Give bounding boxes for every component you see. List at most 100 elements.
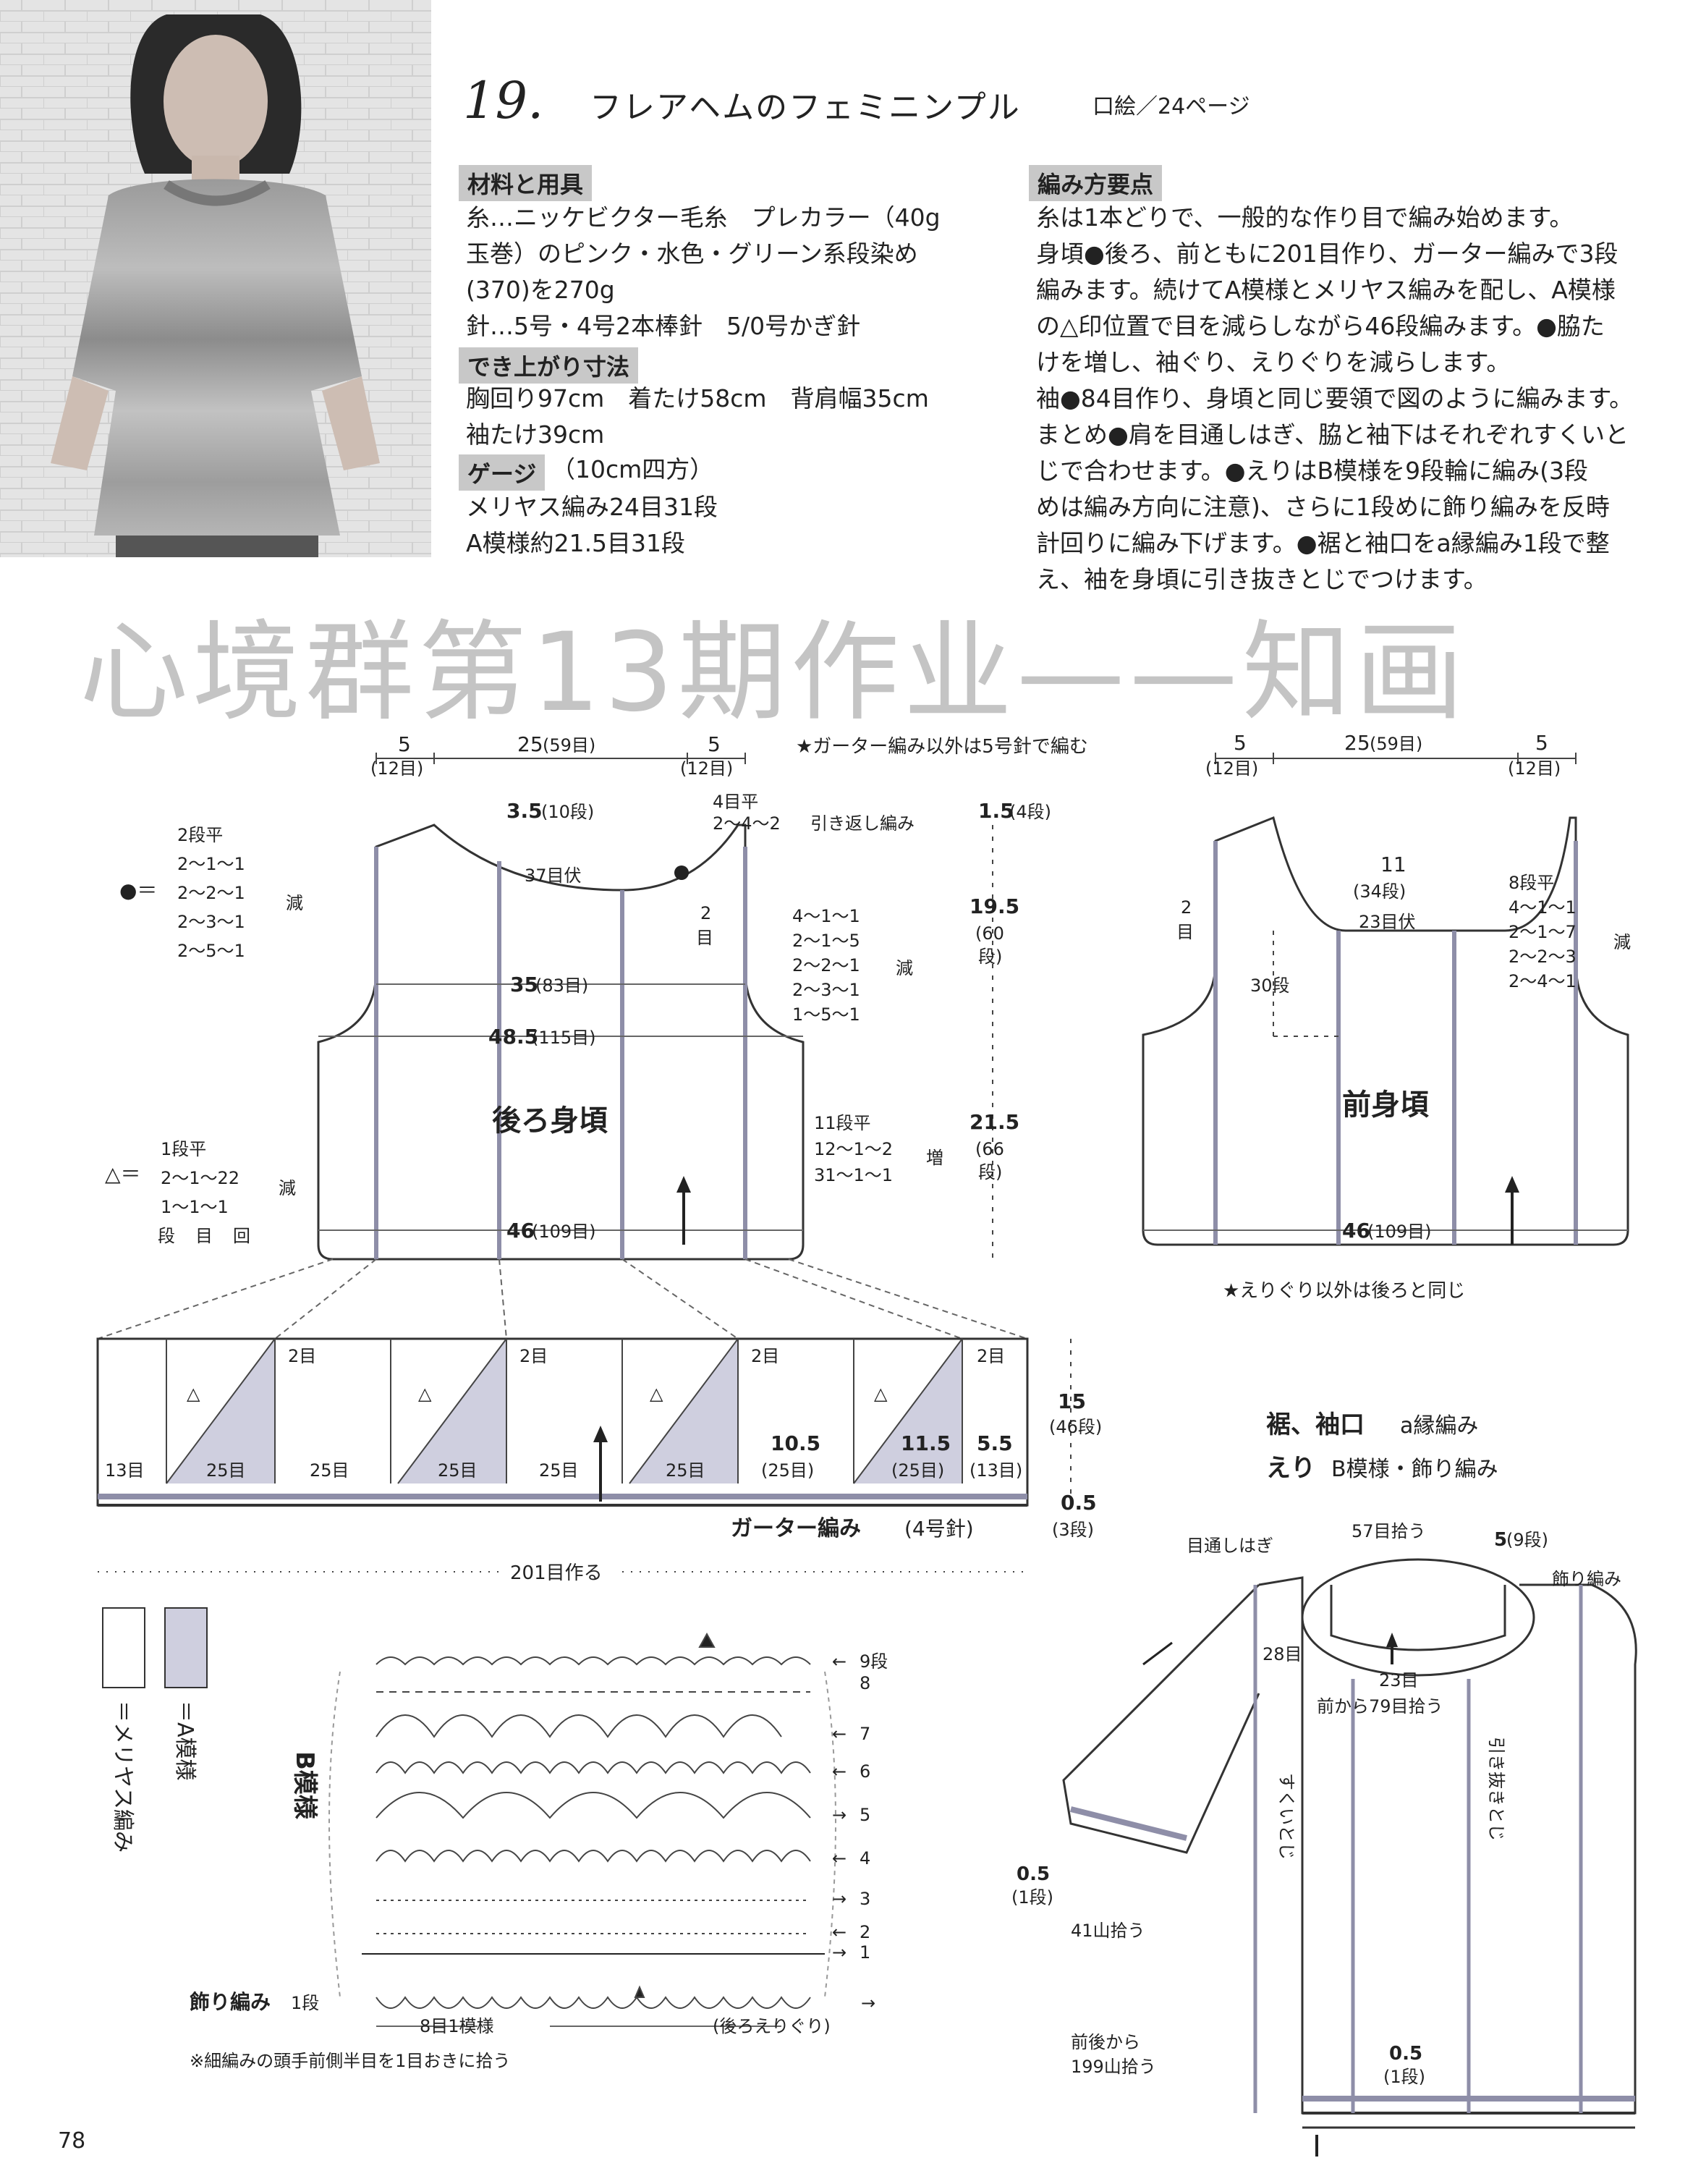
cast-on-label: 201目作る [510,1562,603,1584]
front-list-row: 2〜1〜7 [1509,922,1577,942]
front-neck-bindoff: 23目伏 [1359,912,1416,932]
size-text: 胸回り97cm 着たけ58cm 背肩幅35cm 袖たけ39cm [466,381,929,453]
chart-row: 4 [860,1848,870,1868]
hem-width-5: 5.5 [977,1431,1013,1455]
increase-mark: 増 [926,1148,943,1168]
back-body-diagram: 5 (12目) 25 (59目) 5 (12目) ★ガーター編み以外は5号針で編… [105,732,1088,1261]
hem-25st: 25目 [438,1460,478,1481]
assembly-label: 199山拾う [1071,2057,1156,2077]
row-arrow-left: ← [832,1922,846,1942]
chart-row: 3 [860,1889,870,1909]
back-side-2: 2 [700,903,711,923]
deco-label: 飾り編み [190,1990,271,2014]
chart-row: 7 [860,1724,870,1744]
gauge-label: ゲージ [459,454,546,491]
materials-label: 材料と用具 [459,165,593,201]
method-text: 糸は1本どりで、一般的な作り目で編み始めます。 身頃●後ろ、前ともに201目作り… [1036,200,1673,598]
back-shoulder-flat: 4目平 [713,792,758,812]
front-list-row: 4〜1〜1 [1509,897,1577,918]
chart-row: 6 [860,1761,870,1782]
chart-row: 5 [860,1805,870,1825]
assembly-label: 前後から [1071,2032,1140,2052]
assembly-diagram: 裾、袖口 a縁編み えり B模様・飾り編み 目通しはぎ 57目拾う 5 (9段)… [1011,1410,1637,2157]
b-pattern-chart [328,1632,836,2027]
watermark-text: 心境群第13期作业——知画 [80,610,1468,736]
back-top-left: 5 [398,732,411,756]
dot-symbol: ●＝ [119,879,157,902]
back-top-right: 5 [708,732,721,756]
model-photo [0,0,431,557]
back-width-48-st: (115目) [532,1028,596,1048]
tri-list-row: 2〜1〜22 [161,1168,239,1188]
assembly-label: 前から79目拾う [1317,1696,1443,1717]
hem-13st: 13目 [105,1460,145,1481]
assembly-title-1b: a縁編み [1400,1413,1478,1439]
gauge-line: メリヤス編み24目31段 [466,493,718,521]
dot-list-row: 2〜1〜1 [177,854,245,874]
back-top-mid: 25 [517,732,543,756]
assembly-label: 目通しはぎ [1187,1536,1273,1556]
method-line: え、袖を身頃に引き抜きとじでつけます。 [1036,565,1488,593]
dot-list-row: 2〜5〜1 [177,941,245,961]
arm-list-row: 2〜3〜1 [792,980,860,1000]
b-pattern-label: B模様 [290,1751,319,1820]
pattern-repeat: 8目1模様 [420,2016,494,2036]
back-neck-label: (後ろえりぐり) [713,2016,831,2036]
arm-list-row: 1〜5〜1 [792,1004,860,1025]
hem-width-10: 10.5 [771,1431,820,1455]
back-height-21-unit: 段) [978,1162,1002,1182]
dot-list-row: 2段平 [177,825,223,845]
inc-list-row: 31〜1〜1 [814,1165,893,1185]
hem-garter-height: 0.5 [1061,1491,1097,1515]
back-top-left-st: (12目) [370,758,423,779]
assembly-label: (1段) [1011,1887,1053,1908]
method-line: じで合わせます。●えりはB模様を9段輪に編み(3段 [1036,457,1588,485]
back-height-21: 21.5 [969,1110,1019,1134]
back-neck-depth: 3.5 [506,799,543,823]
front-note: ★えりぐり以外は後ろと同じ [1223,1280,1465,1302]
row-arrow-right: → [832,1889,846,1909]
front-top-right: 5 [1535,731,1548,755]
gauge-text: メリヤス編み24目31段 A模様約21.5目31段 [466,489,718,562]
assembly-title-2b: B模様・飾り編み [1331,1457,1498,1482]
front-side-2-unit: 目 [1176,922,1194,942]
front-list-row: 8段平 [1509,873,1554,893]
inc-list-row: 12〜1〜2 [814,1139,893,1159]
assembly-title-1: 裾、袖口 [1266,1410,1365,1439]
hem-25st: 25目 [539,1460,579,1481]
page-number: 78 [58,2128,85,2154]
front-top-left: 5 [1234,731,1247,755]
hem-width-11: 11.5 [901,1431,951,1455]
back-width-46-st: (109目) [532,1222,596,1242]
back-top-right-st: (12目) [680,758,733,779]
hem-width-10-st: (25目) [761,1460,814,1481]
materials-text: 糸…ニッケビクター毛糸 プレカラー（40g 玉巻）のピンク・水色・グリーン系段染… [466,200,941,344]
front-width-46-st: (109目) [1367,1222,1432,1242]
method-label: 編み方要点 [1029,165,1163,201]
pattern-title: フレアヘムのフェミニンプル [590,89,1021,126]
method-line: の△印位置で目を減らしながら46段編みます。●脇た [1036,312,1605,340]
hem-triangle: △ [187,1384,200,1404]
assembly-label: 28目 [1263,1644,1302,1664]
hem-25st: 25目 [666,1460,705,1481]
hem-height-15: 15 [1058,1389,1086,1413]
model-photo-illustration [0,0,431,557]
back-height-19-unit: 段) [978,947,1002,967]
assembly-label: 23目 [1379,1670,1419,1690]
front-body-diagram: 5 (12目) 25 (59目) 5 (12目) 11 (34段) 23目伏 3… [1142,731,1631,1302]
front-list-row: 2〜2〜3 [1509,947,1577,967]
deco-row: 1段 [291,1993,319,2013]
dot-reduce: 減 [286,893,303,913]
method-line: 糸は1本どりで、一般的な作り目で編み始めます。 [1036,203,1574,232]
front-top-right-st: (12目) [1508,758,1561,779]
tri-list-row: 1段平 [161,1139,206,1159]
front-side-2: 2 [1181,897,1192,918]
assembly-title-2: えり [1266,1454,1315,1483]
front-top-left-st: (12目) [1205,758,1258,779]
tri-list-row: 1〜1〜1 [161,1197,229,1217]
chart-row: 1 [860,1942,870,1963]
row-arrow-left: ← [832,1651,846,1672]
hem-triangle: △ [650,1384,663,1404]
front-width-46: 46 [1342,1219,1370,1243]
